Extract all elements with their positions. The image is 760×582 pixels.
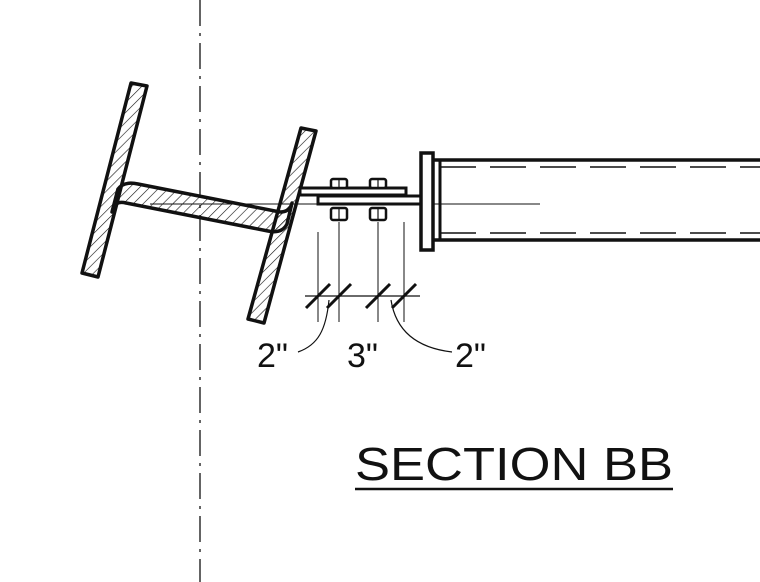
leader-right: [390, 299, 453, 353]
end-plate: [419, 151, 435, 252]
left-flange: [80, 81, 149, 279]
connection-plate: [298, 186, 424, 206]
dimension-label-center: 3": [347, 337, 378, 375]
beam-web: [110, 181, 294, 234]
bolt-right: [368, 177, 388, 222]
bolt-left: [329, 177, 349, 222]
section-title: SECTION BB: [355, 438, 673, 490]
dimension-ticks: [304, 282, 418, 310]
dimension-label-left: 2": [257, 337, 288, 375]
leader-left: [297, 299, 330, 353]
dimension-extension-lines: [317, 222, 405, 322]
dimension-label-right: 2": [455, 337, 486, 375]
supported-beam: [433, 158, 760, 242]
skewed-wide-flange-beam: [80, 81, 318, 325]
